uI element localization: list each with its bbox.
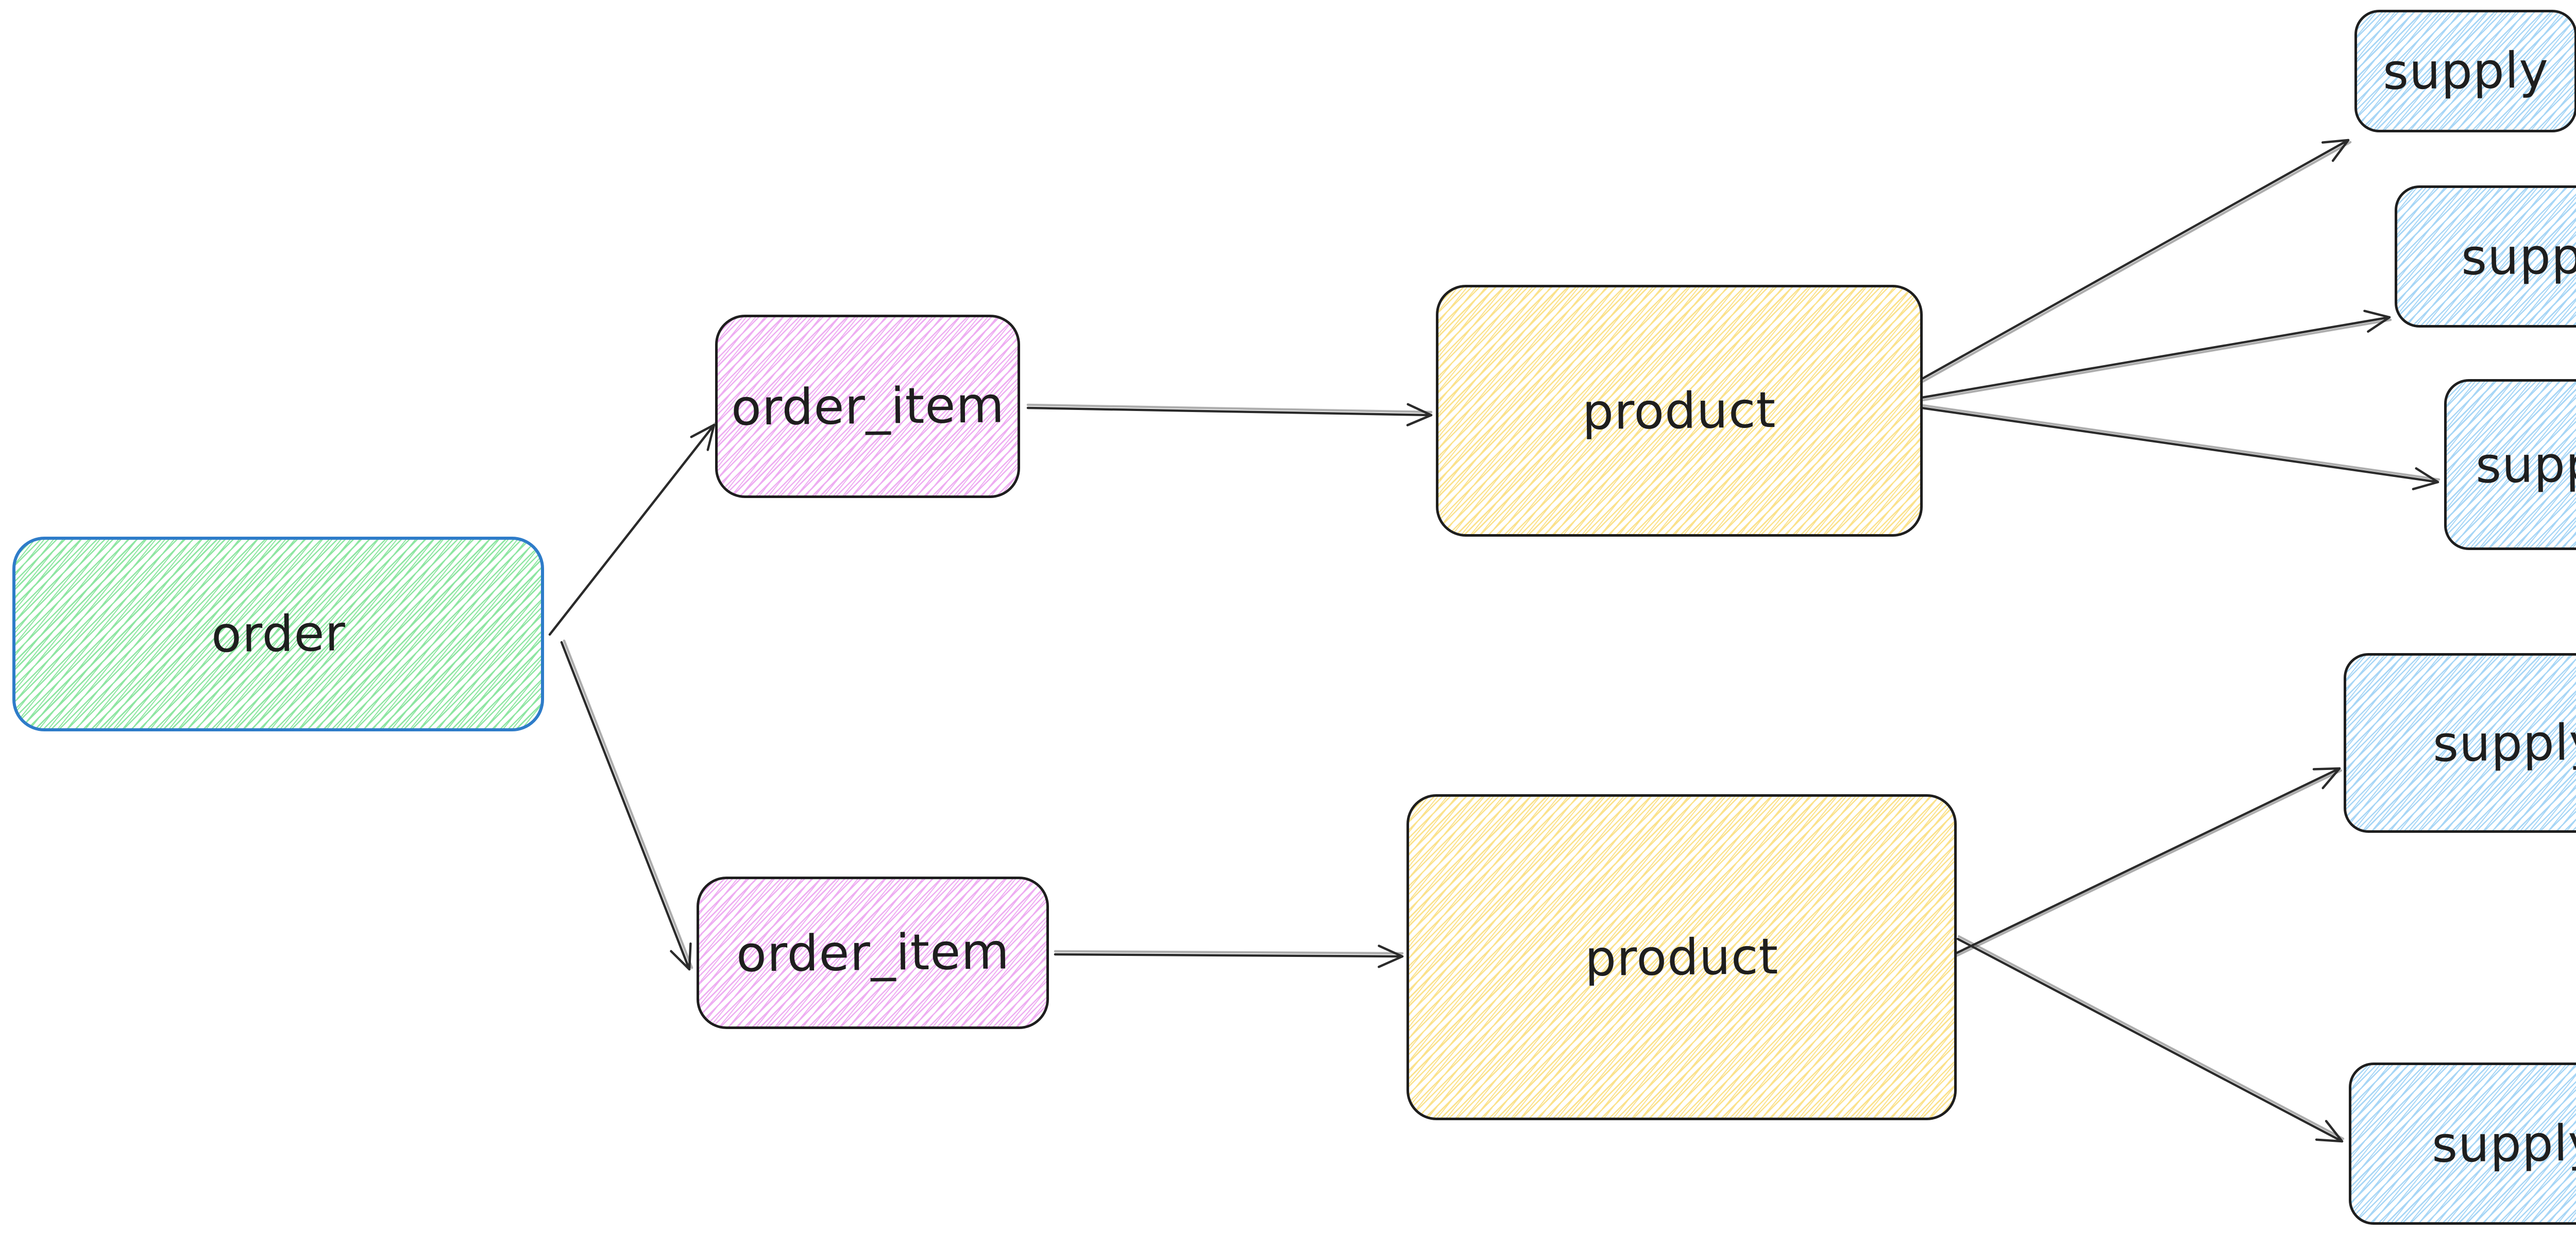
node-order-item-top-label: order_item [730,376,1005,437]
arrow-product-bottom-to-supply-4[interactable] [1949,767,2343,960]
arrow-order-to-order-item-bottom[interactable] [560,639,693,971]
arrow-product-top-to-supply-3[interactable] [1920,404,2441,490]
node-product-top[interactable]: product [1436,285,1923,537]
node-supply-2[interactable]: supply [2395,185,2576,328]
node-supply-5-label: supply [2431,1114,2576,1174]
node-order-item-top[interactable]: order_item [715,315,1020,498]
node-supply-5[interactable]: supply [2349,1063,2576,1225]
node-supply-2-label: supply [2461,227,2576,286]
node-product-bottom[interactable]: product [1406,794,1957,1120]
arrow-product-top-to-supply-1[interactable] [1919,139,2352,383]
node-order-item-bottom[interactable]: order_item [697,877,1049,1029]
node-supply-3-label: supply [2475,435,2576,494]
arrow-product-top-to-supply-2[interactable] [1920,310,2392,402]
node-order[interactable]: order [12,537,544,731]
node-order-label: order [210,604,346,664]
arrow-order-item-bottom-to-product-bottom[interactable] [1054,945,1404,968]
node-order-item-bottom-label: order_item [735,922,1010,983]
node-supply-1[interactable]: supply [2354,10,2576,132]
arrow-product-bottom-to-supply-5[interactable] [1956,935,2345,1143]
node-supply-3[interactable]: supply [2444,379,2576,550]
node-product-top-label: product [1582,381,1777,441]
node-product-bottom-label: product [1584,927,1779,987]
node-supply-4-label: supply [2432,713,2576,773]
node-supply-1-label: supply [2382,41,2549,101]
arrow-order-item-top-to-product-top[interactable] [1026,403,1433,426]
arrow-order-to-order-item-top[interactable] [548,421,718,636]
node-supply-4[interactable]: supply [2344,653,2576,833]
